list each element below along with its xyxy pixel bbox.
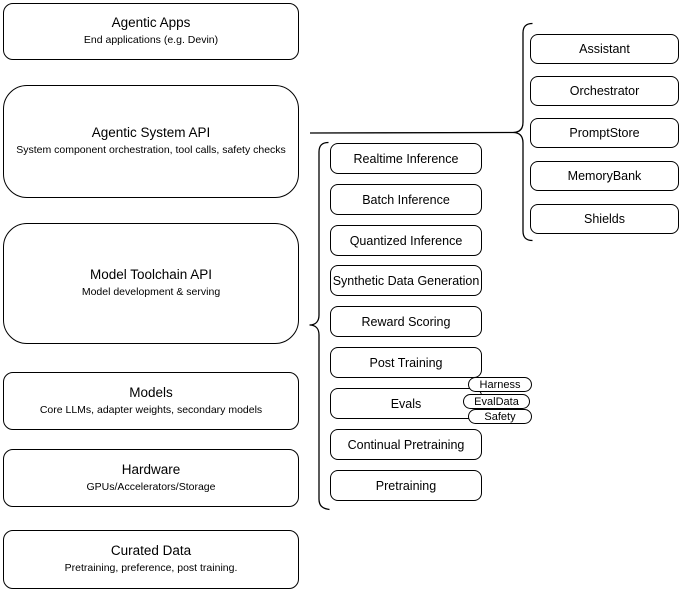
node-quantized-inference: Quantized Inference [330, 225, 482, 256]
layer-subtitle: Pretraining, preference, post training. [64, 562, 238, 575]
node-shields: Shields [530, 204, 679, 234]
layer-title: Models [129, 384, 173, 400]
node-orchestrator: Orchestrator [530, 76, 679, 106]
layer-title: Model Toolchain API [89, 267, 213, 283]
layer-subtitle: Model development & serving [81, 286, 221, 299]
node-promptstore: PromptStore [530, 118, 679, 148]
layer-box-agentic-apps: Agentic Apps End applications (e.g. Devi… [3, 3, 299, 60]
layer-title: Hardware [121, 461, 181, 477]
layer-box-models: Models Core LLMs, adapter weights, secon… [3, 372, 299, 430]
node-evals: Evals [330, 388, 482, 419]
layer-box-model-toolchain-api: Model Toolchain API Model development & … [3, 223, 299, 344]
layer-subtitle: End applications (e.g. Devin) [83, 34, 219, 47]
layer-box-curated-data: Curated Data Pretraining, preference, po… [3, 530, 299, 589]
pill-safety: Safety [468, 409, 532, 424]
layer-title: Agentic Apps [111, 15, 191, 31]
layer-subtitle: System component orchestration, tool cal… [16, 144, 286, 157]
node-memorybank: MemoryBank [530, 161, 679, 191]
system-api-connector-line [309, 131, 514, 134]
node-assistant: Assistant [530, 34, 679, 64]
layer-title: Agentic System API [91, 125, 211, 141]
layer-subtitle: Core LLMs, adapter weights, secondary mo… [39, 403, 263, 416]
node-batch-inference: Batch Inference [330, 184, 482, 215]
node-reward-scoring: Reward Scoring [330, 306, 482, 337]
node-realtime-inference: Realtime Inference [330, 143, 482, 174]
layer-title: Curated Data [110, 543, 192, 559]
layer-subtitle: GPUs/Accelerators/Storage [86, 480, 216, 493]
pill-evaldata: EvalData [463, 394, 530, 409]
layer-box-agentic-system-api: Agentic System API System component orch… [3, 85, 299, 198]
pill-harness: Harness [468, 377, 532, 392]
layer-box-hardware: Hardware GPUs/Accelerators/Storage [3, 449, 299, 507]
node-continual-pretraining: Continual Pretraining [330, 429, 482, 460]
node-post-training: Post Training [330, 347, 482, 378]
node-synthetic-data-generation: Synthetic Data Generation [330, 265, 482, 296]
toolchain-brace [309, 141, 330, 511]
node-pretraining: Pretraining [330, 470, 482, 501]
